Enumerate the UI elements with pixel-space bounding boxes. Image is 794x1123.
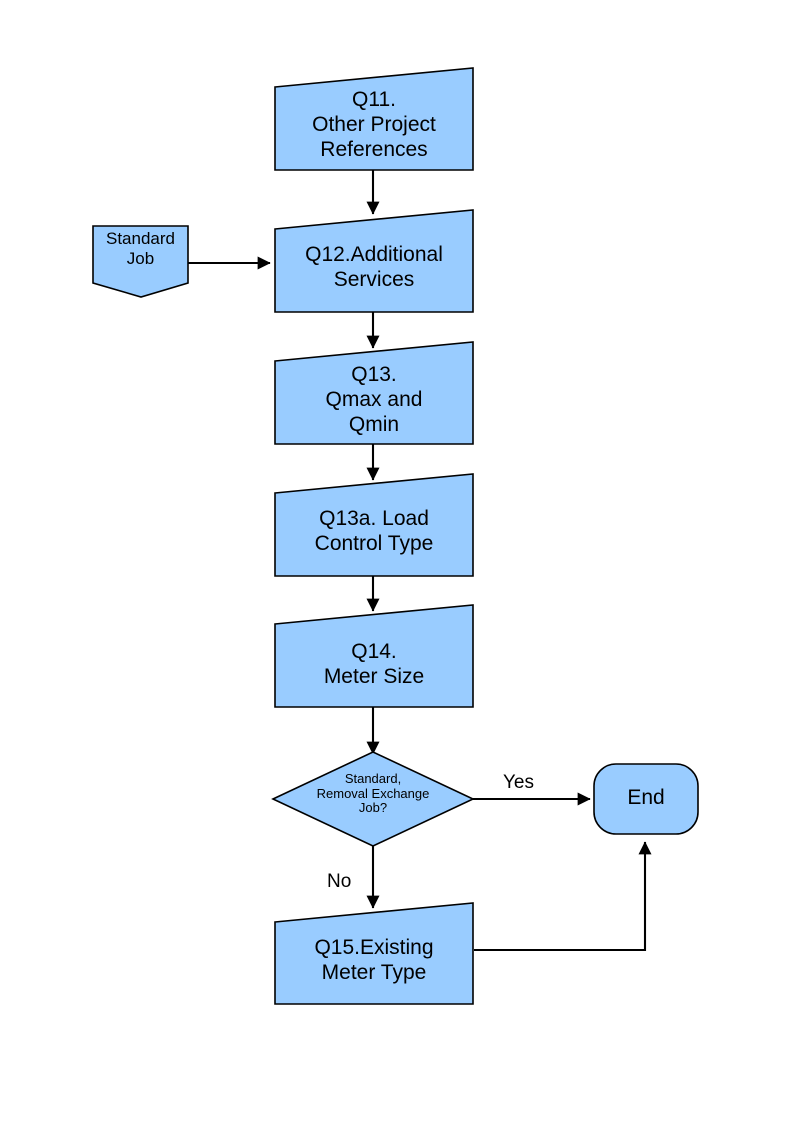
node-q12[interactable]: [274, 209, 474, 313]
node-standard-job[interactable]: [92, 225, 189, 298]
connector-q15-to-end: [474, 841, 652, 952]
node-q13a[interactable]: [274, 473, 474, 577]
node-decision[interactable]: [271, 751, 475, 847]
edge-label-yes: Yes: [503, 772, 534, 793]
node-q13[interactable]: [274, 341, 474, 445]
node-q11[interactable]: [274, 67, 474, 171]
node-q14[interactable]: [274, 604, 474, 708]
edge-label-no: No: [327, 871, 352, 892]
node-q15[interactable]: [274, 902, 474, 1005]
node-end[interactable]: [593, 763, 699, 835]
